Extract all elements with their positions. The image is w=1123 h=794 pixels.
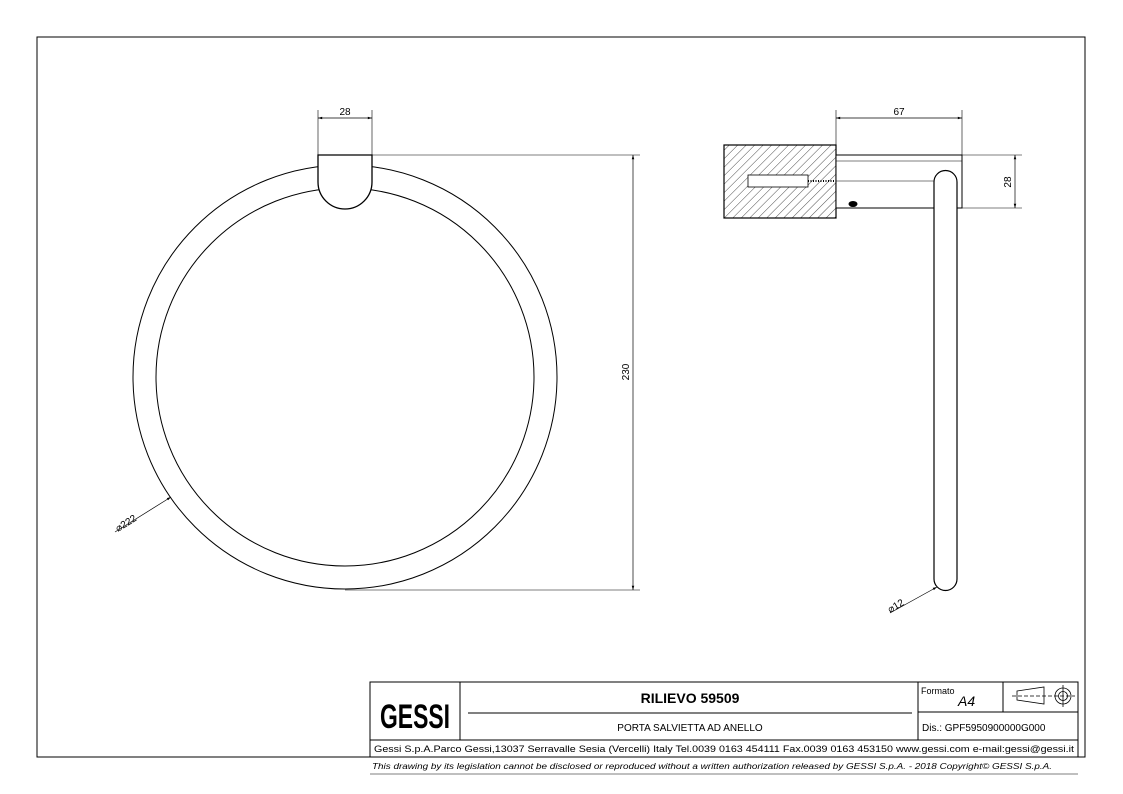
drawing-frame: [36, 36, 1086, 758]
dim-side-height: 28: [1003, 176, 1014, 188]
dim-rod-diameter: ⌀12: [886, 597, 907, 615]
towel-rod: [933, 169, 958, 592]
format-label: Formato: [921, 686, 955, 696]
dim-front-width: 28: [339, 107, 351, 118]
wall-mount: [317, 154, 373, 210]
company-logo: GESSI: [380, 698, 450, 736]
front-view: [114, 110, 640, 591]
company-info: Gessi S.p.A.Parco Gessi,13037 Serravalle…: [374, 744, 1075, 754]
drawing-number: Dis.: GPF5950900000G000: [922, 723, 1046, 734]
dim-side-depth: 67: [893, 107, 905, 118]
side-view: [723, 110, 1022, 614]
ring-inner: [155, 187, 535, 567]
projection-symbol-icon: [1012, 685, 1075, 707]
dim-ring-diameter: ⌀222: [114, 513, 139, 535]
ring-outer: [132, 164, 558, 590]
drawing-title: RILIEVO 59509: [641, 690, 740, 706]
copyright-disclaimer: This drawing by its legislation cannot b…: [372, 762, 1052, 771]
title-block: [369, 681, 1079, 775]
drawing-subtitle: PORTA SALVIETTA AD ANELLO: [617, 723, 763, 734]
dim-front-height: 230: [621, 363, 632, 380]
format-value: A4: [957, 693, 975, 709]
